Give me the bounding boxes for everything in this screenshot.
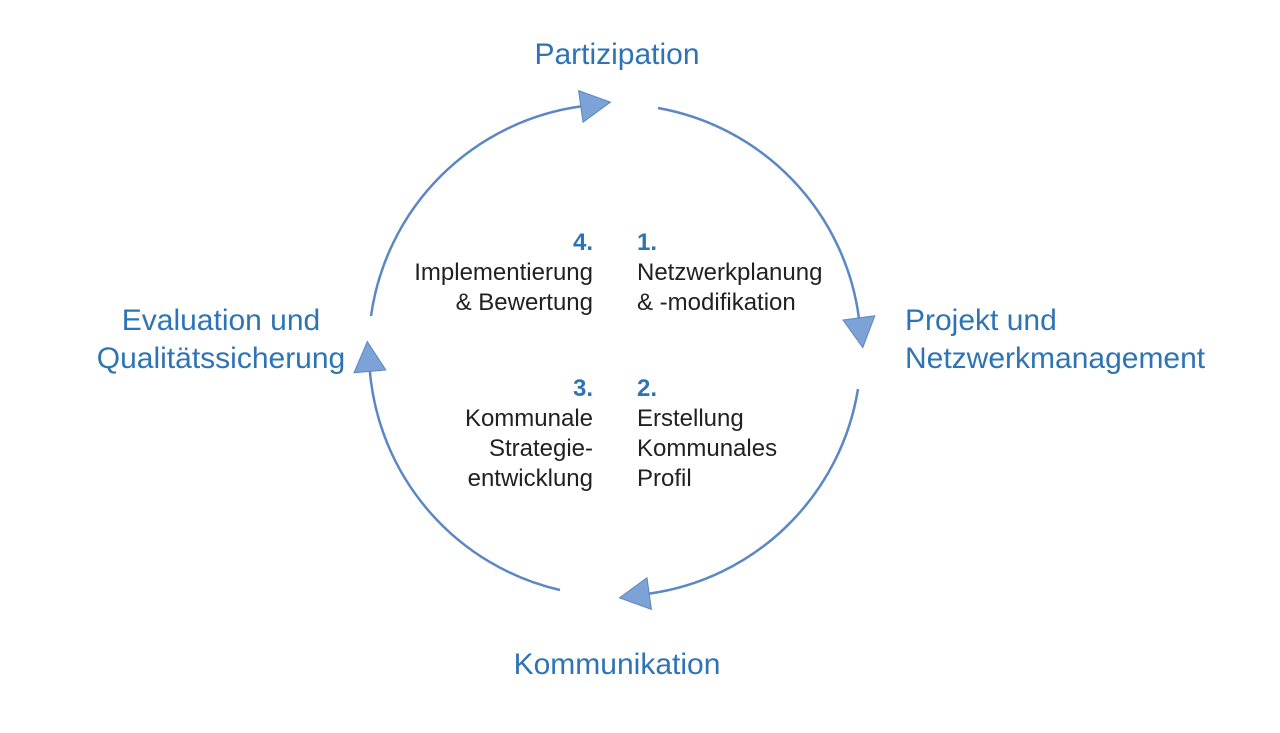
step-1-netzwerkplanung: 1. Netzwerkplanung & -modifikation <box>637 228 822 318</box>
step-2-kommunales-profil: 2. Erstellung Kommunales Profil <box>637 374 777 494</box>
arc-bottom-right-segment <box>649 388 860 595</box>
step-number: 3. <box>572 375 593 402</box>
arrow-up-icon <box>353 340 387 374</box>
arc-top-left-segment <box>369 105 581 317</box>
arrow-down-icon <box>842 315 876 349</box>
arc-top-right-segment <box>657 106 861 319</box>
step-line: Implementierung <box>414 259 593 286</box>
step-line: Netzwerkplanung <box>637 259 823 286</box>
step-number: 4. <box>572 229 593 256</box>
step-number: 1. <box>637 229 658 256</box>
step-line: & -modifikation <box>637 289 796 316</box>
step-4-implementierung: 4. Implementierung & Bewertung <box>414 228 593 318</box>
label-line: Qualitätssicherung <box>96 342 346 375</box>
label-line: Evaluation und <box>121 304 321 337</box>
step-line: Kommunale <box>464 405 593 432</box>
step-line: Kommunales <box>637 435 778 462</box>
label-projekt-und-netzwerkmanagement: Projekt und Netzwerkmanagement <box>905 302 1205 378</box>
step-line: & Bewertung <box>455 289 593 316</box>
label-line: Projekt und <box>905 304 1057 337</box>
step-number: 2. <box>637 375 658 402</box>
step-line: Strategie- <box>488 435 593 462</box>
label-partizipation: Partizipation <box>534 38 700 71</box>
label-line: Netzwerkmanagement <box>905 342 1206 375</box>
step-line: Erstellung <box>637 405 744 432</box>
arrow-left-icon <box>618 576 653 611</box>
step-line: entwicklung <box>467 465 593 492</box>
step-3-strategieentwicklung: 3. Kommunale Strategie- entwicklung <box>465 374 593 494</box>
step-line: Profil <box>637 465 692 492</box>
label-kommunikation: Kommunikation <box>513 648 721 681</box>
label-evaluation-und-qualitaetssicherung: Evaluation und Qualitätssicherung <box>90 302 352 378</box>
arrow-right-icon <box>577 89 612 124</box>
arc-bottom-left-segment <box>368 371 561 592</box>
